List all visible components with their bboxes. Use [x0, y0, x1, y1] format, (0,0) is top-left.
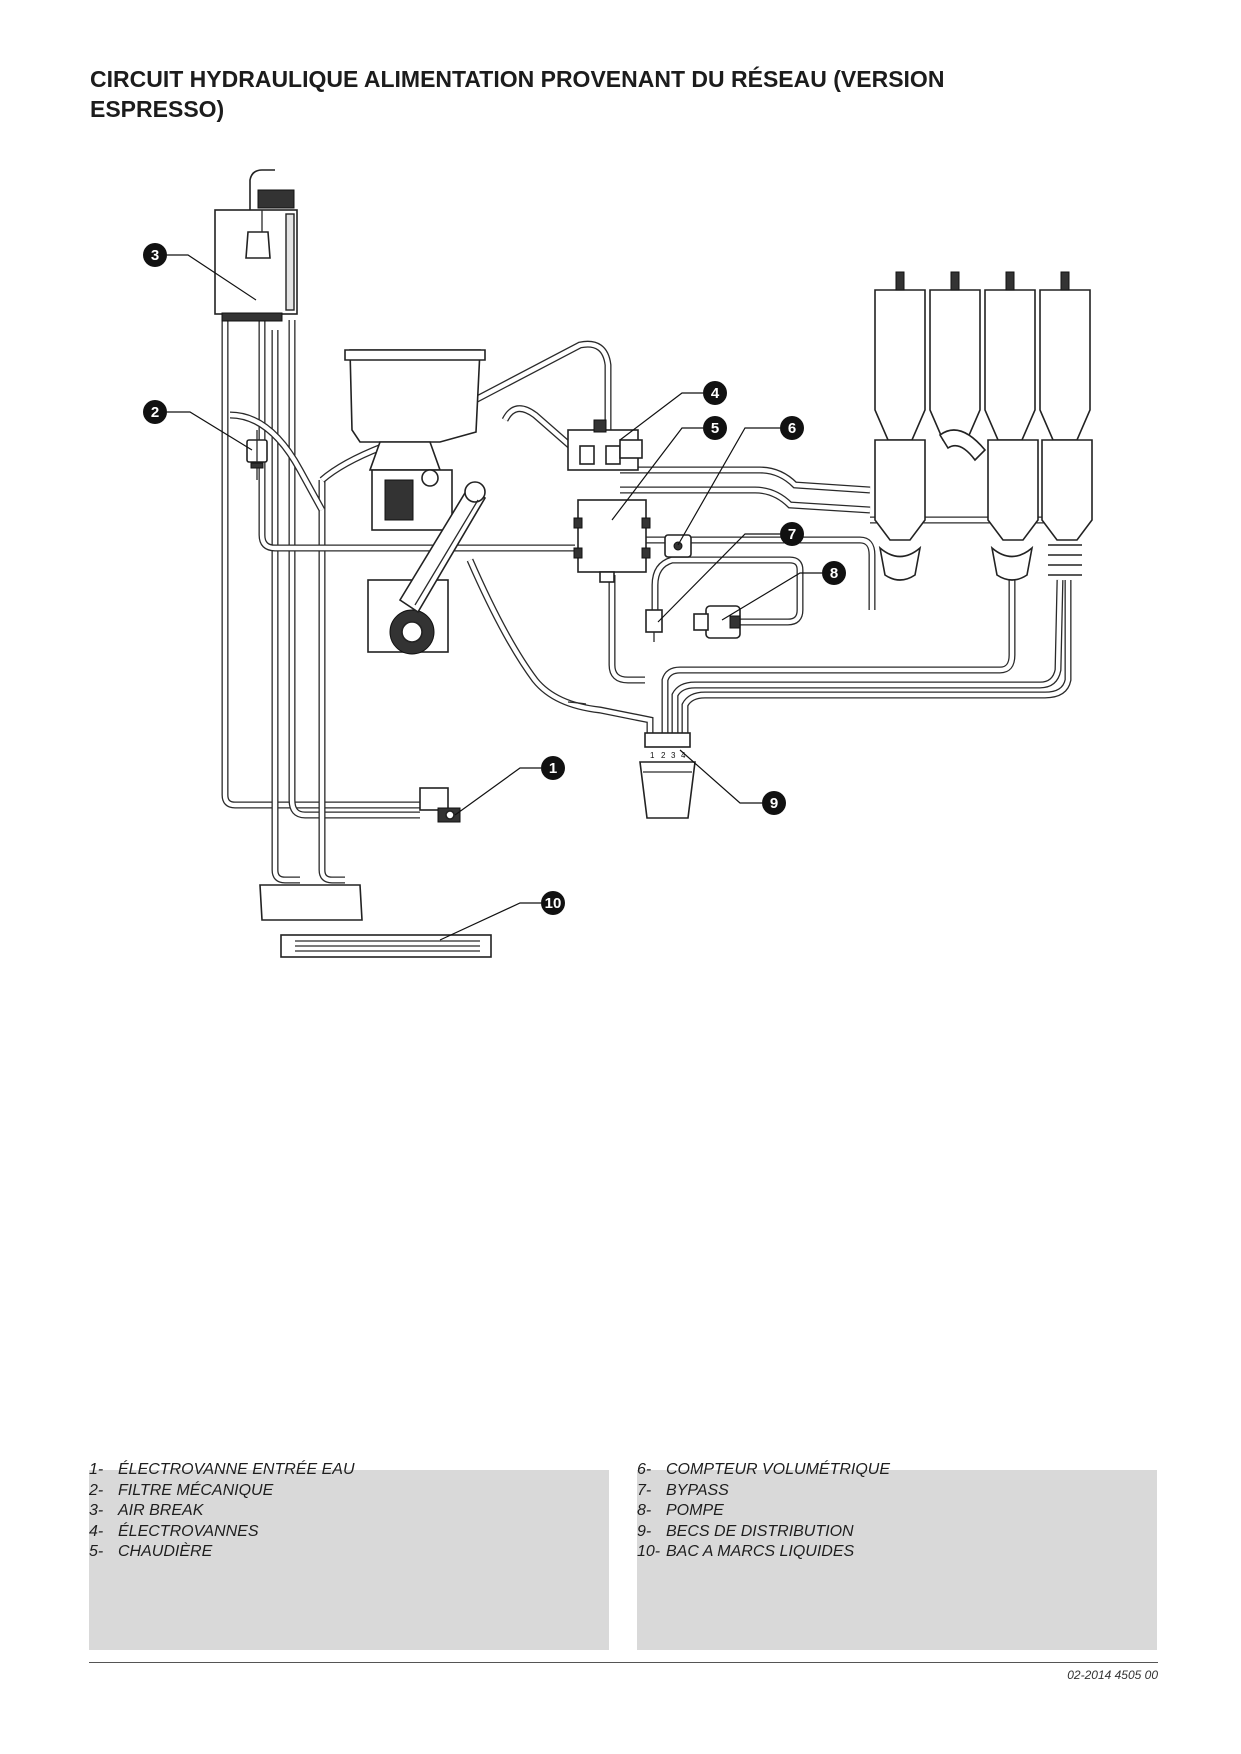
pump: [693, 605, 741, 639]
callout-9: 9: [762, 791, 786, 815]
legend-item-5: 5-CHAUDIÈRE: [89, 1543, 213, 1560]
svg-text:8: 8: [830, 565, 838, 582]
spout-number-4: 4: [681, 751, 686, 760]
page-title: CIRCUIT HYDRAULIQUE ALIMENTATION PROVENA…: [90, 66, 945, 122]
callout-3: 3: [143, 243, 167, 267]
legend-item-8: 8-POMPE: [637, 1502, 724, 1519]
liquid-waste-tray: [259, 884, 492, 958]
svg-text:7: 7: [788, 526, 796, 543]
callout-4: 4: [703, 381, 727, 405]
footer-divider: [89, 1662, 1158, 1663]
boiler: [573, 499, 651, 583]
legend-item-9: 9-BECS DE DISTRIBUTION: [637, 1522, 854, 1540]
bypass: [645, 609, 663, 642]
legend-item-3: 3-AIR BREAK: [89, 1502, 204, 1519]
callout-8: 8: [822, 561, 846, 585]
mechanical-filter: [246, 430, 268, 480]
spout-number-2: 2: [661, 751, 666, 760]
svg-text:5: 5: [711, 420, 719, 437]
svg-text:4: 4: [711, 385, 720, 402]
legend-item-4: 4-ÉLECTROVANNES: [89, 1522, 259, 1540]
leader-lines: [167, 254, 822, 941]
document-reference: 02-2014 4505 00: [1067, 1668, 1158, 1682]
volumetric-meter: [664, 534, 692, 558]
product-canisters: [874, 271, 1093, 581]
svg-text:2: 2: [151, 404, 159, 421]
air-break: [214, 169, 298, 322]
legend-item-2: 2-FILTRE MÉCANIQUE: [89, 1481, 274, 1499]
svg-text:10: 10: [545, 895, 562, 912]
legend-left: 1-ÉLECTROVANNE ENTRÉE EAU 2-FILTRE MÉCAN…: [89, 1461, 609, 1650]
svg-text:6: 6: [788, 420, 796, 437]
svg-text:1: 1: [549, 760, 557, 777]
legend-item-7: 7-BYPASS: [637, 1481, 729, 1499]
coffee-grinder-brewer: [344, 349, 487, 655]
dispensing-nozzles: [639, 732, 696, 819]
callout-7: 7: [780, 522, 804, 546]
solenoid-valves: [567, 419, 643, 471]
svg-text:9: 9: [770, 795, 778, 812]
callout-10: 10: [541, 891, 565, 915]
legend-item-1: 1-ÉLECTROVANNE ENTRÉE EAU: [89, 1461, 355, 1478]
pipe-network: [221, 320, 1072, 884]
callout-6: 6: [780, 416, 804, 440]
spout-number-1: 1: [650, 751, 655, 760]
legend-item-10: 10-BAC A MARCS LIQUIDES: [637, 1543, 855, 1560]
legend-item-6: 6-COMPTEUR VOLUMÉTRIQUE: [637, 1461, 891, 1478]
spout-number-3: 3: [671, 751, 676, 760]
legend-right: 6-COMPTEUR VOLUMÉTRIQUE 7-BYPASS 8-POMPE…: [637, 1461, 1157, 1650]
callout-1: 1: [541, 756, 565, 780]
hydraulic-circuit-diagram: 1 2 3 4 3 2 4: [143, 169, 1093, 958]
callout-2: 2: [143, 400, 167, 424]
callout-5: 5: [703, 416, 727, 440]
svg-text:3: 3: [151, 247, 159, 264]
inlet-solenoid-valve: [419, 787, 461, 823]
